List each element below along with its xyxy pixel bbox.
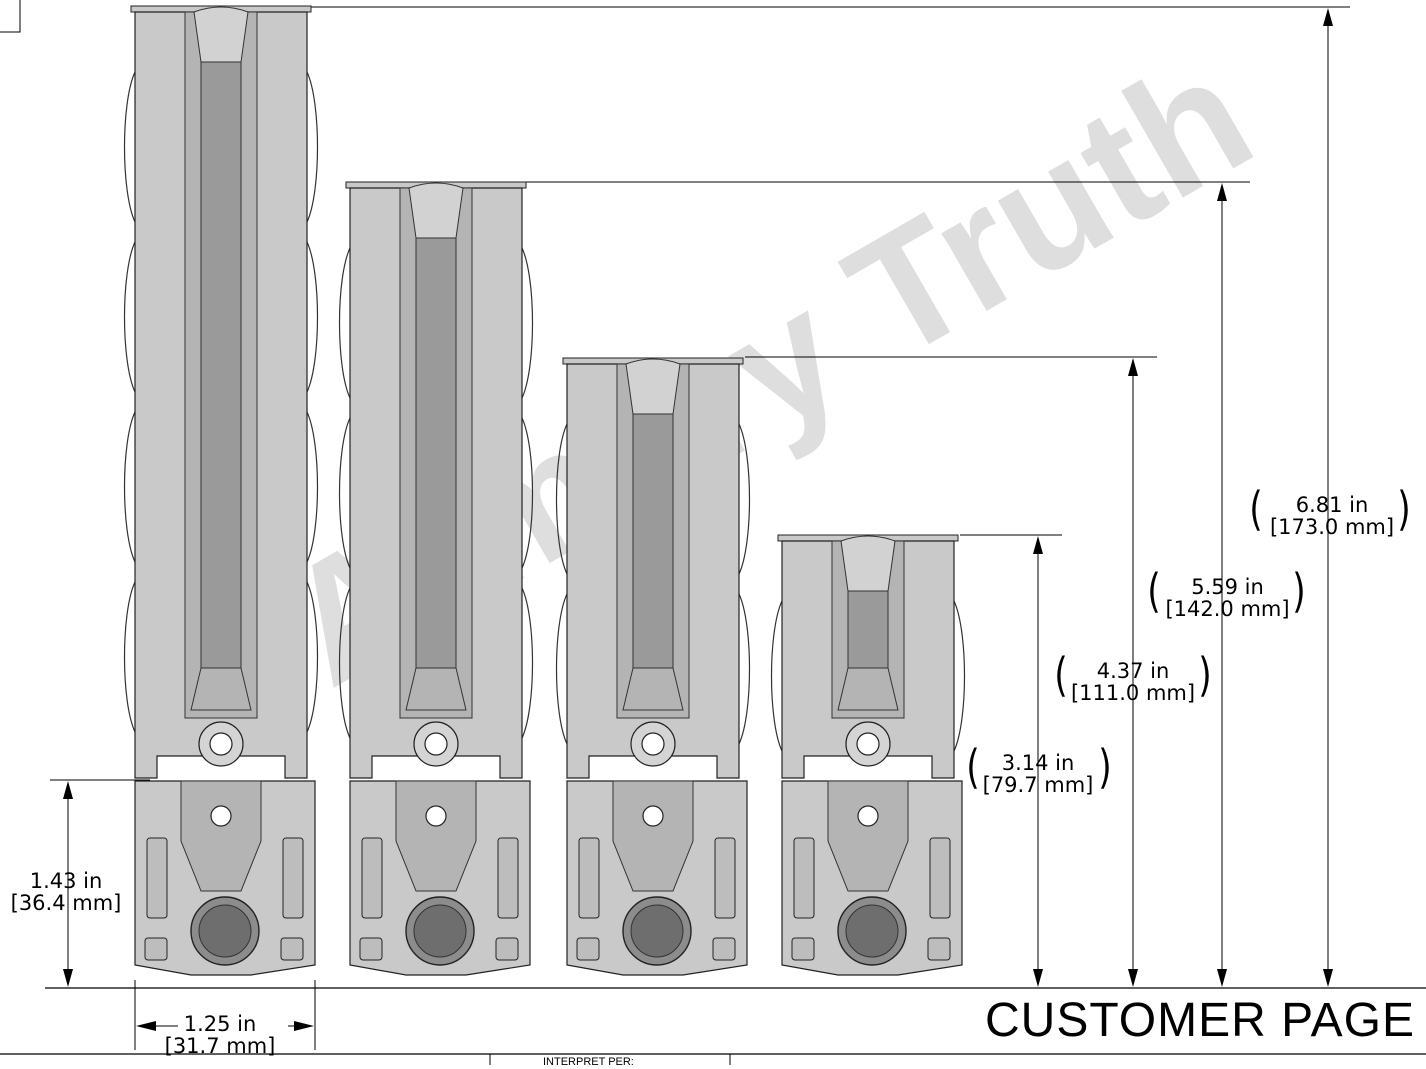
dim-3-mm: [111.0 mm] — [1070, 681, 1196, 706]
dim-2-mm: [142.0 mm] — [1165, 597, 1290, 622]
dim-line-mount — [63, 781, 73, 987]
dim-line-1 — [1323, 8, 1333, 987]
paren-left: ( — [1249, 482, 1263, 536]
dim-line-2 — [1217, 183, 1227, 987]
magazine-3 — [555, 357, 751, 976]
paren-left: ( — [1147, 564, 1161, 618]
mount-height-label: 1.43 in [36.4 mm] — [6, 870, 126, 914]
paren-right: ) — [1098, 740, 1112, 794]
dim-1-in: 6.81 in — [1295, 493, 1369, 517]
paren-right: ) — [1292, 564, 1306, 618]
dim-line-width — [134, 980, 316, 1050]
mount-height-mm: [36.4 mm] — [10, 891, 122, 916]
dim-3-label: 4.37 in [111.0 mm] — [1068, 660, 1198, 704]
interpret-per-label: INTERPRET PER: — [543, 1056, 634, 1068]
dim-1-label: 6.81 in [173.0 mm] — [1267, 494, 1397, 538]
magazine-2 — [338, 181, 534, 976]
width-mm: [31.7 mm] — [164, 1034, 276, 1059]
paren-left: ( — [966, 740, 980, 794]
dim-line-4 — [1033, 536, 1043, 987]
mount-height-in: 1.43 in — [29, 869, 103, 893]
paren-right: ) — [1397, 482, 1411, 536]
dim-4-mm: [79.7 mm] — [982, 773, 1094, 798]
magazine-4 — [770, 534, 966, 976]
width-in: 1.25 in — [183, 1012, 257, 1036]
paren-right: ) — [1198, 648, 1212, 702]
dim-4-in: 3.14 in — [1001, 751, 1075, 775]
frame-corner — [0, 0, 21, 33]
paren-left: ( — [1054, 648, 1068, 702]
dim-1-mm: [173.0 mm] — [1269, 515, 1395, 540]
magazine-1 — [123, 5, 319, 976]
dim-2-in: 5.59 in — [1191, 575, 1264, 599]
dim-4-label: 3.14 in [79.7 mm] — [978, 752, 1098, 796]
page-title: CUSTOMER PAGE — [985, 994, 1415, 1047]
dim-2-label: 5.59 in [142.0 mm] — [1160, 576, 1295, 620]
dim-line-3 — [1128, 358, 1138, 987]
width-label: 1.25 in [31.7 mm] — [160, 1013, 280, 1057]
dim-3-in: 4.37 in — [1096, 659, 1170, 683]
